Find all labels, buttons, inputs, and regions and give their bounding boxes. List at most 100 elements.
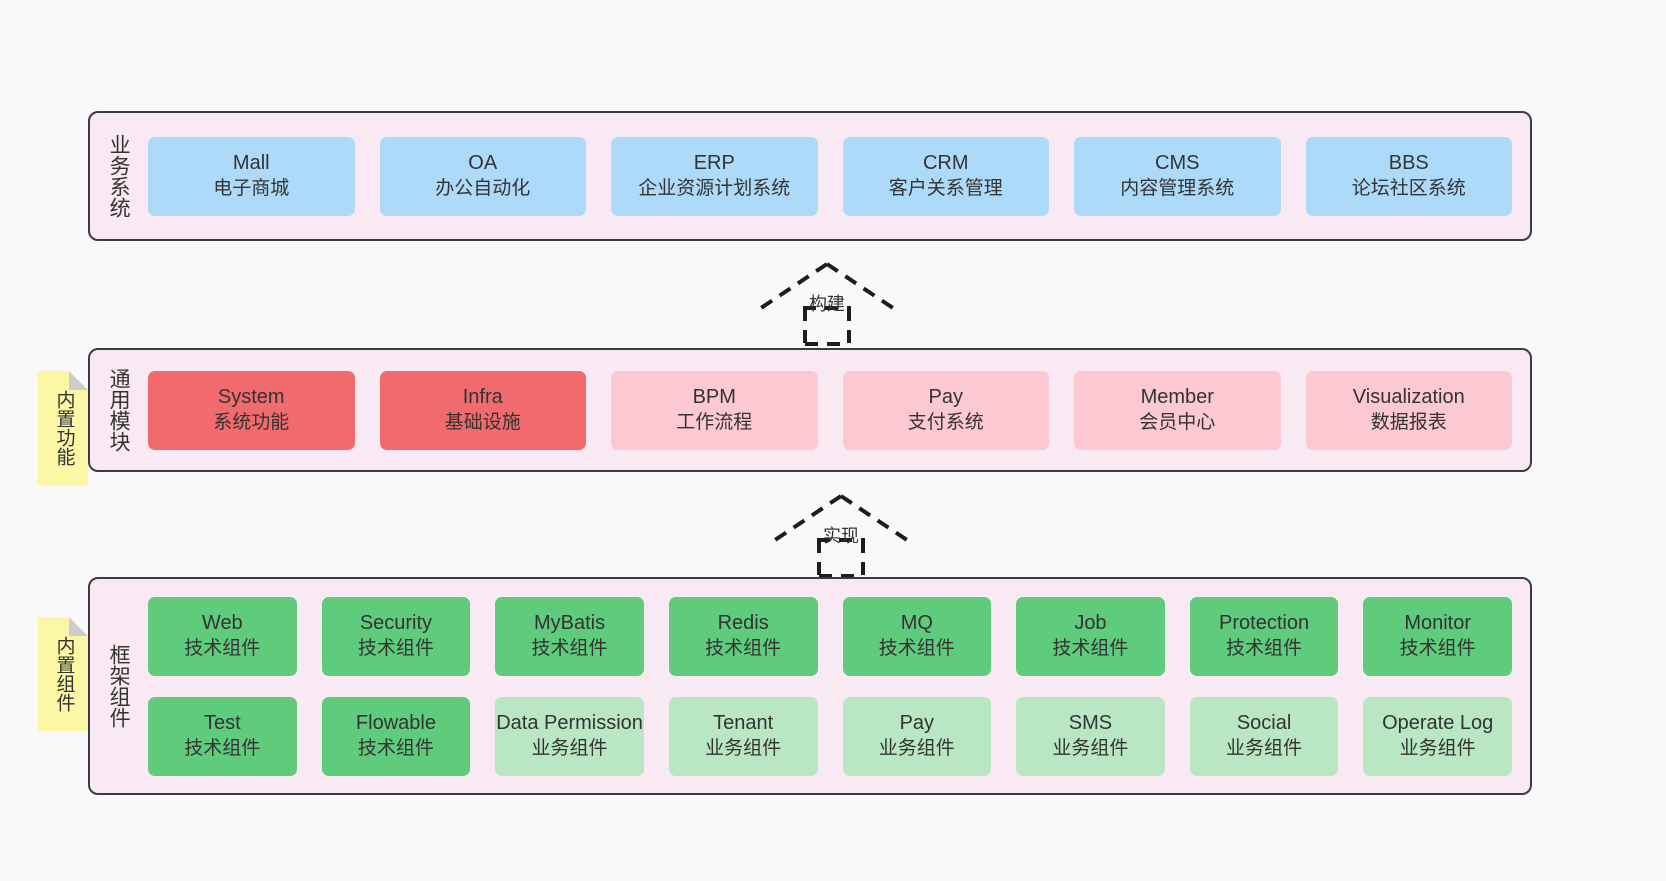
box-social-en: Social (1236, 712, 1292, 735)
box-pay-module[interactable]: Pay 支付系统 (842, 370, 1049, 450)
box-tenant[interactable]: Tenant 业务组件 (668, 696, 818, 776)
layer-common-modules: 通用模块 System 系统功能 Infra 基础设施 BPM 工作流程 Pay… (88, 348, 1532, 472)
box-erp-cn: 企业资源计划系统 (638, 177, 791, 199)
box-mall[interactable]: Mall 电子商城 (148, 136, 355, 216)
box-job-en: Job (1074, 612, 1107, 635)
box-system-cn: 系统功能 (213, 411, 290, 433)
box-pay-component[interactable]: Pay 业务组件 (842, 696, 992, 776)
box-infra[interactable]: Infra 基础设施 (379, 370, 586, 450)
box-oa[interactable]: OA 办公自动化 (379, 136, 586, 216)
box-operate-log[interactable]: Operate Log 业务组件 (1363, 696, 1512, 776)
layer-common-modules-row: System 系统功能 Infra 基础设施 BPM 工作流程 Pay 支付系统… (148, 370, 1512, 450)
box-social[interactable]: Social 业务组件 (1189, 696, 1339, 776)
box-erp-en: ERP (693, 152, 735, 175)
framework-tech-row: Web 技术组件 Security 技术组件 MyBatis 技术组件 Redi… (148, 596, 1512, 676)
box-erp[interactable]: ERP 企业资源计划系统 (611, 136, 818, 216)
box-bbs-cn: 论坛社区系统 (1351, 177, 1466, 199)
layer-framework-components-body: Web 技术组件 Security 技术组件 MyBatis 技术组件 Redi… (140, 579, 1530, 793)
box-member-en: Member (1140, 386, 1214, 409)
connector-implement-label: 实现 (823, 526, 859, 546)
box-test[interactable]: Test 技术组件 (148, 696, 297, 776)
note-fold-corner-icon (69, 617, 88, 636)
note-builtin-features-label: 内置功能 (53, 390, 75, 466)
box-crm-cn: 客户关系管理 (888, 177, 1003, 199)
box-bpm[interactable]: BPM 工作流程 (611, 370, 818, 450)
box-mq[interactable]: MQ 技术组件 (842, 596, 992, 676)
layer-framework-components-title: 框架组件 (107, 644, 131, 728)
box-bpm-cn: 工作流程 (676, 411, 753, 433)
box-sms[interactable]: SMS 业务组件 (1016, 696, 1165, 776)
box-pay-component-cn: 业务组件 (878, 737, 955, 759)
note-builtin-features: 内置功能 (38, 371, 88, 485)
connector-build-label: 构建 (809, 294, 845, 314)
box-web[interactable]: Web 技术组件 (148, 596, 297, 676)
box-protection-cn: 技术组件 (1226, 637, 1303, 659)
box-protection-en: Protection (1219, 612, 1310, 635)
box-oa-en: OA (468, 152, 498, 175)
box-redis[interactable]: Redis 技术组件 (668, 596, 818, 676)
box-security-cn: 技术组件 (357, 637, 434, 659)
box-mq-cn: 技术组件 (878, 637, 955, 659)
box-web-en: Web (201, 612, 243, 635)
box-cms-cn: 内容管理系统 (1120, 177, 1235, 199)
box-visualization-cn: 数据报表 (1370, 411, 1447, 433)
box-crm[interactable]: CRM 客户关系管理 (842, 136, 1049, 216)
box-job[interactable]: Job 技术组件 (1016, 596, 1165, 676)
box-flowable-en: Flowable (355, 712, 436, 735)
box-data-permission-cn: 业务组件 (531, 737, 608, 759)
box-member[interactable]: Member 会员中心 (1074, 370, 1281, 450)
box-mybatis-cn: 技术组件 (531, 637, 608, 659)
box-system[interactable]: System 系统功能 (148, 370, 355, 450)
box-mybatis-en: MyBatis (534, 612, 606, 635)
layer-business-systems-row: Mall 电子商城 OA 办公自动化 ERP 企业资源计划系统 CRM 客户关系… (148, 136, 1512, 216)
box-pay-component-en: Pay (899, 712, 935, 735)
box-monitor-cn: 技术组件 (1399, 637, 1476, 659)
box-social-cn: 业务组件 (1226, 737, 1303, 759)
box-pay-module-cn: 支付系统 (907, 411, 984, 433)
layer-framework-components: 框架组件 Web 技术组件 Security 技术组件 MyBatis 技术组件… (88, 577, 1532, 795)
box-flowable-cn: 技术组件 (357, 737, 434, 759)
box-protection[interactable]: Protection 技术组件 (1189, 596, 1339, 676)
box-visualization-en: Visualization (1352, 386, 1465, 409)
box-mq-en: MQ (900, 612, 933, 635)
box-web-cn: 技术组件 (184, 637, 261, 659)
connector-implement: 实现 (771, 490, 911, 578)
box-bpm-en: BPM (692, 386, 736, 409)
box-flowable[interactable]: Flowable 技术组件 (321, 696, 471, 776)
box-security[interactable]: Security 技术组件 (321, 596, 471, 676)
box-cms[interactable]: CMS 内容管理系统 (1074, 136, 1281, 216)
box-system-en: System (217, 386, 285, 409)
box-monitor-en: Monitor (1404, 612, 1472, 635)
box-sms-en: SMS (1068, 712, 1113, 735)
box-oa-cn: 办公自动化 (435, 177, 531, 199)
box-test-cn: 技术组件 (184, 737, 261, 759)
note-fold-corner-icon (69, 371, 88, 390)
box-tenant-en: Tenant (713, 712, 774, 735)
layer-common-modules-body: System 系统功能 Infra 基础设施 BPM 工作流程 Pay 支付系统… (140, 350, 1530, 470)
framework-business-row: Test 技术组件 Flowable 技术组件 Data Permission … (148, 696, 1512, 776)
box-job-cn: 技术组件 (1052, 637, 1129, 659)
box-visualization[interactable]: Visualization 数据报表 (1305, 370, 1512, 450)
box-mall-en: Mall (232, 152, 270, 175)
box-cms-en: CMS (1155, 152, 1200, 175)
box-operate-log-en: Operate Log (1382, 712, 1494, 735)
box-tenant-cn: 业务组件 (705, 737, 782, 759)
layer-business-systems: 业务系统 Mall 电子商城 OA 办公自动化 ERP 企业资源计划系统 CRM… (88, 111, 1532, 241)
box-monitor[interactable]: Monitor 技术组件 (1363, 596, 1512, 676)
box-mall-cn: 电子商城 (213, 177, 290, 199)
note-builtin-components-label: 内置组件 (53, 636, 75, 712)
layer-business-systems-title: 业务系统 (107, 134, 131, 218)
box-pay-module-en: Pay (928, 386, 963, 409)
box-crm-en: CRM (922, 152, 969, 175)
box-data-permission[interactable]: Data Permission 业务组件 (495, 696, 644, 776)
box-operate-log-cn: 业务组件 (1399, 737, 1476, 759)
box-bbs-en: BBS (1388, 152, 1429, 175)
box-bbs[interactable]: BBS 论坛社区系统 (1305, 136, 1512, 216)
note-builtin-components: 内置组件 (38, 617, 88, 731)
box-infra-cn: 基础设施 (444, 411, 521, 433)
connector-build-arrow-icon (759, 262, 895, 346)
connector-implement-arrow-icon (773, 494, 909, 578)
box-mybatis[interactable]: MyBatis 技术组件 (495, 596, 644, 676)
box-redis-cn: 技术组件 (705, 637, 782, 659)
